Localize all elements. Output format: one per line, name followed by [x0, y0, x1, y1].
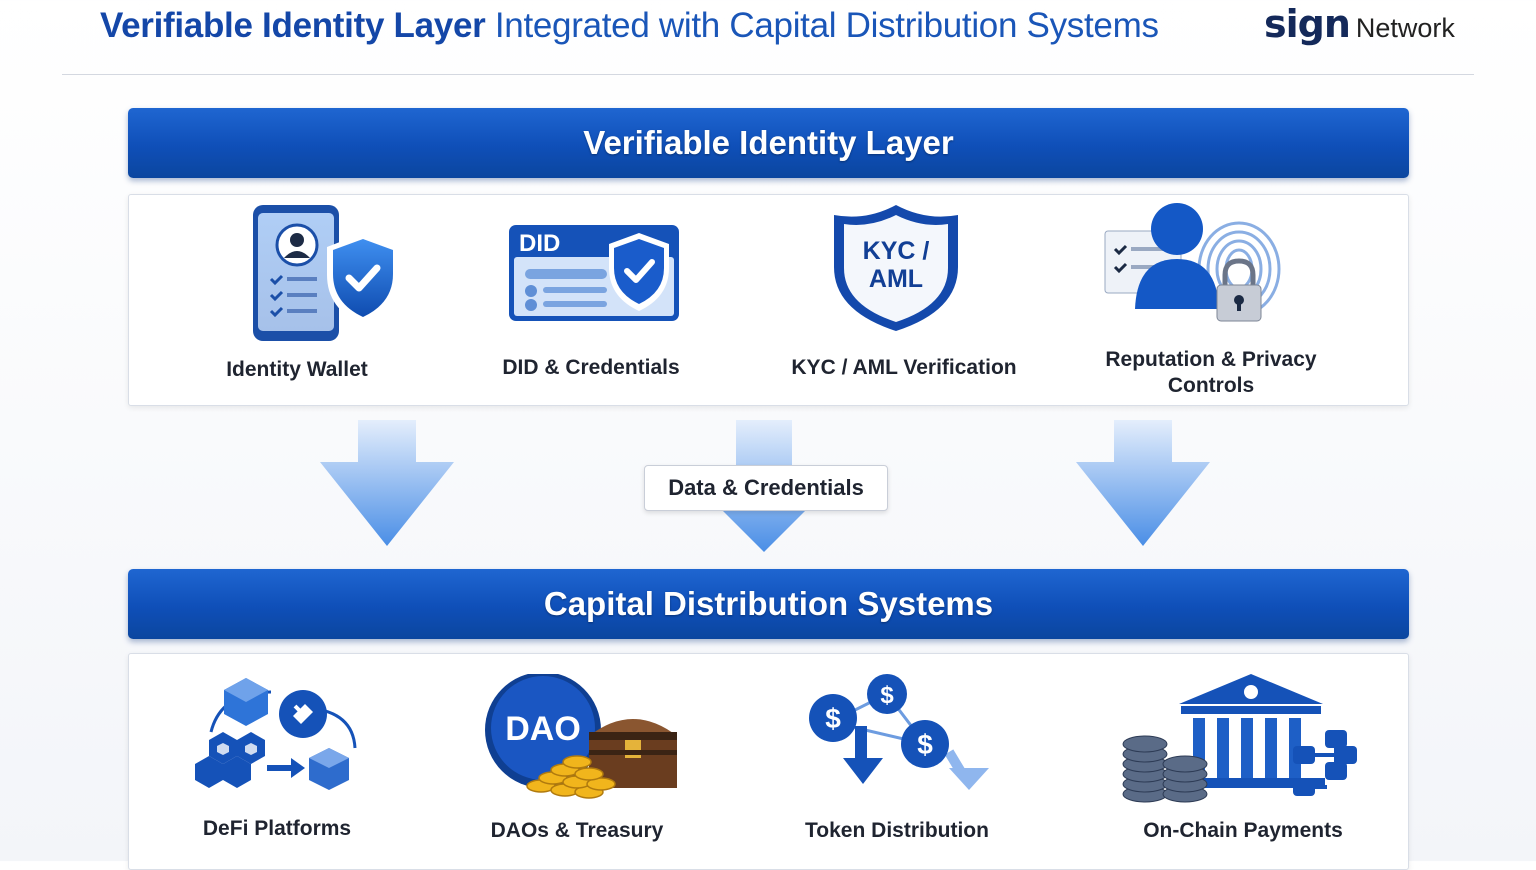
title-bold: Verifiable Identity Layer — [100, 6, 486, 45]
brand-logo: sign Network — [1264, 2, 1455, 48]
defi-blocks-icon — [195, 678, 357, 790]
kyc-icon-text-1: KYC / — [863, 237, 930, 265]
title-rest: Integrated with Capital Distribution Sys… — [494, 6, 1159, 45]
kyc-shield-icon: KYC / AML — [834, 205, 958, 331]
daos-treasury-item: DAO — [481, 674, 681, 804]
identity-panel: Identity Wallet DID DID & Credentials KY… — [128, 194, 1409, 406]
data-credentials-tag: Data & Credentials — [644, 465, 888, 511]
dollar-symbol-2: $ — [880, 682, 894, 709]
dollar-network-icon: $ $ $ — [809, 674, 989, 790]
sign-logo: sign — [1264, 2, 1351, 46]
reputation-privacy-item — [1101, 201, 1285, 331]
capital-distribution-band: Capital Distribution Systems — [128, 569, 1409, 639]
did-credentials-label: DID & Credentials — [502, 356, 680, 379]
page-title: Verifiable Identity Layer Integrated wit… — [100, 4, 1159, 48]
identity-wallet-item — [247, 203, 407, 343]
down-arrow-right — [1076, 420, 1210, 546]
user-fingerprint-lock-icon — [1104, 203, 1281, 322]
token-distribution-label: Token Distribution — [805, 819, 989, 842]
identity-layer-band: Verifiable Identity Layer — [128, 108, 1409, 178]
kyc-icon-text-2: AML — [869, 265, 923, 293]
daos-treasury-label: DAOs & Treasury — [490, 819, 664, 842]
kyc-aml-label: KYC / AML Verification — [791, 356, 1017, 379]
token-distribution-item: $ $ $ — [801, 672, 991, 802]
brand-suffix: Network — [1355, 13, 1455, 43]
down-arrow-left — [320, 420, 454, 546]
bank-coins-icon — [1122, 674, 1357, 803]
reputation-label-line2: Controls — [1167, 374, 1255, 397]
defi-platforms-label: DeFi Platforms — [202, 817, 352, 840]
reputation-label-line1: Reputation & Privacy — [1105, 348, 1317, 371]
dollar-symbol-1: $ — [825, 703, 841, 734]
on-chain-payments-item — [1119, 670, 1359, 804]
identity-wallet-label: Identity Wallet — [226, 358, 368, 381]
did-credentials-item: DID — [505, 221, 685, 325]
defi-platforms-item — [191, 676, 361, 796]
did-icon-text: DID — [519, 230, 560, 257]
dollar-symbol-3: $ — [917, 729, 933, 760]
phone-id-shield-icon — [253, 205, 399, 341]
capital-panel: DeFi Platforms DAO DAOs & Tr — [128, 653, 1409, 870]
header-divider — [62, 74, 1474, 75]
on-chain-payments-label: On-Chain Payments — [1143, 819, 1343, 842]
did-card-shield-icon: DID — [509, 225, 679, 321]
dao-treasure-icon: DAO — [485, 674, 677, 799]
kyc-aml-item: KYC / AML — [831, 203, 961, 333]
dao-icon-text: DAO — [505, 710, 581, 748]
